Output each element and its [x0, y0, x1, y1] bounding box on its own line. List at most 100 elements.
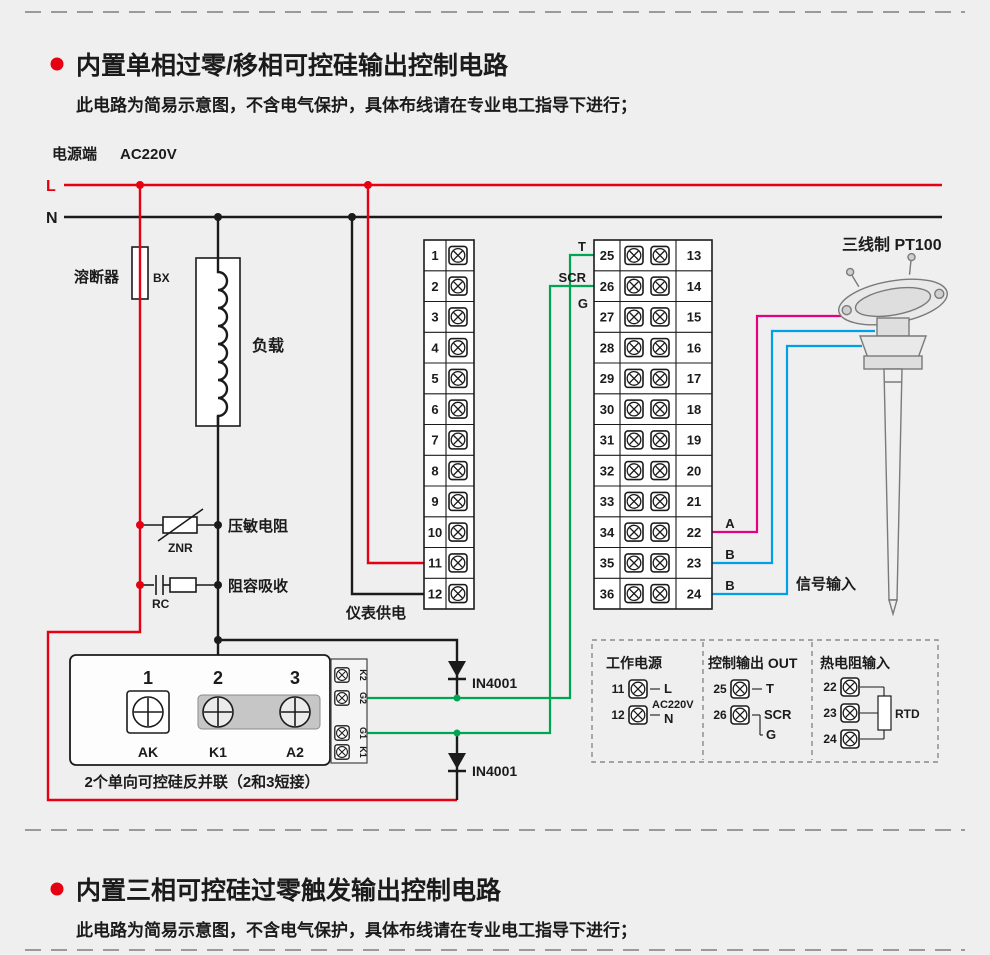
load-symbol: [195, 257, 241, 427]
terminal-screw-icon: [650, 583, 670, 604]
legend-live-label: L: [664, 681, 672, 696]
terminal-number: 11: [428, 556, 442, 571]
legend-output-title: 控制输出 OUT: [708, 655, 798, 671]
fuse-code: BX: [153, 271, 170, 285]
terminal-screw-icon: [730, 705, 750, 725]
legend-t-label: T: [766, 681, 774, 696]
module-terminal-number: 3: [290, 668, 300, 688]
legend-terminal-number: 11: [612, 682, 625, 696]
varistor-code: ZNR: [168, 541, 193, 555]
legend-voltage-label: AC220V: [652, 699, 694, 711]
terminal-number: 31: [600, 433, 614, 448]
section2-title: 内置三相可控硅过零触发输出控制电路: [76, 876, 502, 905]
terminal-screw-icon: [448, 583, 468, 604]
sensor-wire-b1: [674, 329, 875, 565]
terminal-screw-icon: [730, 679, 750, 699]
terminal-number: 34: [600, 525, 615, 540]
section2-bullet-icon: [50, 882, 64, 896]
legend-terminal-number: 26: [713, 708, 727, 722]
junction-dot: [348, 213, 356, 221]
terminal-screw-icon: [628, 679, 648, 699]
junction-dot: [136, 521, 144, 529]
section1-subtitle: 此电路为简易示意图，不含电气保护，具体布线请在专业电工指导下进行；: [76, 95, 637, 115]
pt100-sensor-graphic: [838, 252, 948, 617]
terminal-screw-icon: [448, 368, 468, 389]
module-terminal-name: K1: [209, 744, 227, 760]
terminal-screw-icon: [624, 491, 644, 512]
terminal-number: 18: [687, 402, 701, 417]
terminal-screw-icon: [624, 276, 644, 296]
terminal-b2-label: B: [725, 578, 734, 593]
terminal-screw-icon: [448, 553, 468, 573]
rtd-resistor-symbol: [860, 686, 892, 740]
terminal-screw-icon: [624, 307, 644, 327]
load-coil-symbol: [216, 262, 229, 426]
varistor-symbol: [140, 508, 218, 542]
phase-feed-wire: [46, 185, 457, 802]
load-label: 负载: [252, 336, 284, 355]
terminal-b1-label: B: [725, 547, 734, 562]
rc-snubber-label: 阻容吸收: [228, 577, 288, 595]
legend-rtd-label: RTD: [895, 707, 920, 721]
terminal-number: 2: [431, 279, 438, 294]
terminal-number: 25: [600, 248, 614, 263]
terminal-screw-icon: [334, 690, 350, 706]
live-line-label: L: [46, 178, 56, 195]
gate-label: G1: [358, 727, 368, 739]
terminal-number: 19: [687, 433, 701, 448]
legend-terminal-number: 12: [611, 708, 625, 722]
terminal-number: 27: [600, 310, 614, 325]
terminal-number: 8: [431, 463, 438, 478]
terminal-screw-icon: [840, 703, 860, 723]
terminal-screw-icon: [650, 337, 670, 358]
diode-bottom-label: IN4001: [472, 763, 517, 779]
terminal-screw-icon: [448, 522, 468, 542]
legend-terminal-number: 23: [823, 706, 837, 720]
junction-dot: [136, 581, 144, 589]
terminal-t-label: T: [578, 239, 586, 254]
terminal-screw-icon: [650, 307, 670, 327]
legend-power-title: 工作电源: [606, 655, 662, 671]
section1-bullet-icon: [50, 57, 64, 71]
neutral-line-label: N: [46, 210, 58, 227]
terminal-number: 32: [600, 463, 614, 478]
terminal-number: 6: [431, 402, 438, 417]
rc-snubber-symbol: [140, 575, 218, 595]
terminal-screw-icon: [624, 368, 644, 389]
terminal-number: 13: [687, 248, 701, 263]
trigger-wire-t: [367, 253, 594, 700]
terminal-number: 20: [687, 463, 701, 478]
terminal-screw-icon: [334, 667, 350, 683]
section2-subtitle: 此电路为简易示意图，不含电气保护，具体布线请在专业电工指导下进行；: [76, 920, 637, 940]
terminal-screw-icon: [840, 729, 860, 749]
rc-snubber-code: RC: [152, 597, 170, 611]
terminal-number: 16: [687, 340, 701, 355]
legend-neutral-label: N: [664, 711, 673, 726]
terminal-number: 15: [687, 310, 701, 325]
terminal-screw-icon: [650, 460, 670, 481]
terminal-number: 24: [687, 586, 702, 601]
terminal-screw-icon: [448, 399, 468, 419]
terminal-screw-icon: [334, 725, 350, 741]
meter-supply-label: 仪表供电: [345, 604, 406, 622]
module-terminal-name: AK: [138, 744, 158, 760]
terminal-screw-icon: [650, 368, 670, 389]
module-terminal-number: 2: [213, 668, 223, 688]
terminal-screw-icon: [448, 491, 468, 512]
junction-dot: [214, 213, 222, 221]
diode-bottom-symbol: [448, 753, 466, 773]
junction-dot: [214, 581, 222, 589]
terminal-screw-icon: [650, 553, 670, 573]
terminal-screw-icon: [650, 430, 670, 450]
terminal-number: 23: [687, 556, 701, 571]
terminal-screw-icon: [624, 399, 644, 419]
terminal-number: 26: [600, 279, 614, 294]
terminal-screw-icon: [448, 307, 468, 327]
scr-module: 1 2 3 AK K1 A2 K2 G2 G1 K1: [69, 654, 368, 766]
junction-dot: [364, 181, 372, 189]
terminal-number: 14: [687, 279, 702, 294]
terminal-g-label: G: [578, 296, 588, 311]
section1-title: 内置单相过零/移相可控硅输出控制电路: [76, 51, 509, 80]
